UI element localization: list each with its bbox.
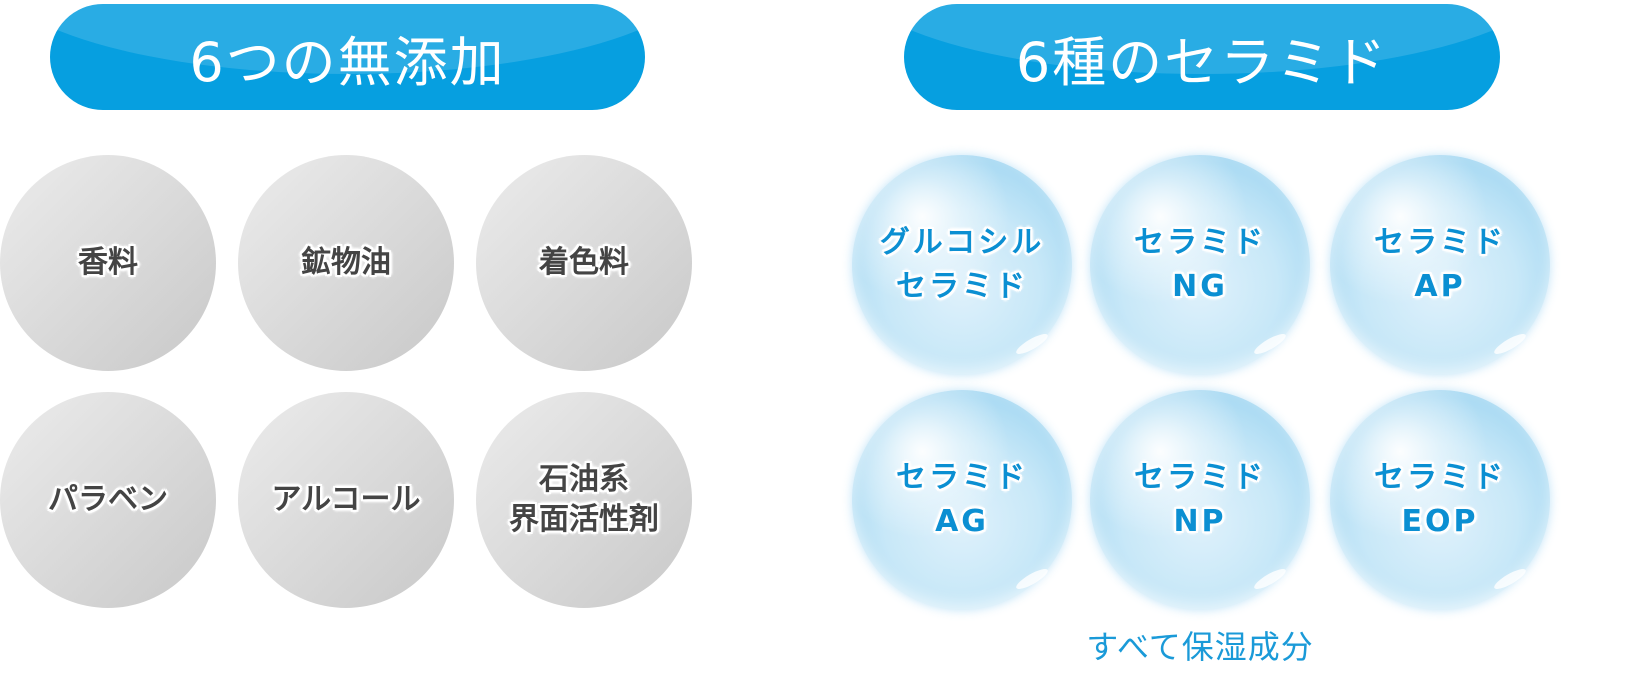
additive-label: 香料 xyxy=(78,245,138,280)
additive-label: 石油系 界面活性剤 xyxy=(509,462,659,537)
ceramide-bubble-ng: セラミド NG xyxy=(1090,155,1310,375)
ceramide-label: セラミド NG xyxy=(1134,225,1266,304)
ceramide-bubble-ag: セラミド AG xyxy=(852,390,1072,610)
additive-circle-alcohol: アルコール xyxy=(238,392,454,608)
additive-circle-mineral-oil: 鉱物油 xyxy=(238,155,454,371)
additive-label: 鉱物油 xyxy=(301,245,391,280)
additive-circle-colorant: 着色料 xyxy=(476,155,692,371)
additive-circle-fragrance: 香料 xyxy=(0,155,216,371)
ceramide-header: 6種のセラミド xyxy=(904,4,1500,110)
ceramide-bubble-eop: セラミド EOP xyxy=(1330,390,1550,610)
additive-label: アルコール xyxy=(271,482,421,517)
ceramide-label: セラミド AP xyxy=(1374,225,1506,304)
ceramide-bubble-np: セラミド NP xyxy=(1090,390,1310,610)
ceramide-bubble-ap: セラミド AP xyxy=(1330,155,1550,375)
moisturizing-footnote: すべて保湿成分 xyxy=(1086,628,1314,666)
additive-label: パラベン xyxy=(48,482,168,517)
ceramide-bubble-glucosyl: グルコシル セラミド xyxy=(852,155,1072,375)
additive-circle-petroleum-surfactant: 石油系 界面活性剤 xyxy=(476,392,692,608)
ceramide-title: 6種のセラミド xyxy=(1015,30,1389,94)
ceramide-label: グルコシル セラミド xyxy=(879,225,1045,304)
ceramide-label: セラミド NP xyxy=(1134,460,1266,539)
additive-circle-paraben: パラベン xyxy=(0,392,216,608)
ceramide-label: セラミド EOP xyxy=(1374,460,1506,539)
additive-label: 着色料 xyxy=(539,245,629,280)
ceramide-label: セラミド AG xyxy=(896,460,1028,539)
additive-free-title: 6つの無添加 xyxy=(189,30,506,94)
additive-free-header: 6つの無添加 xyxy=(50,4,645,110)
